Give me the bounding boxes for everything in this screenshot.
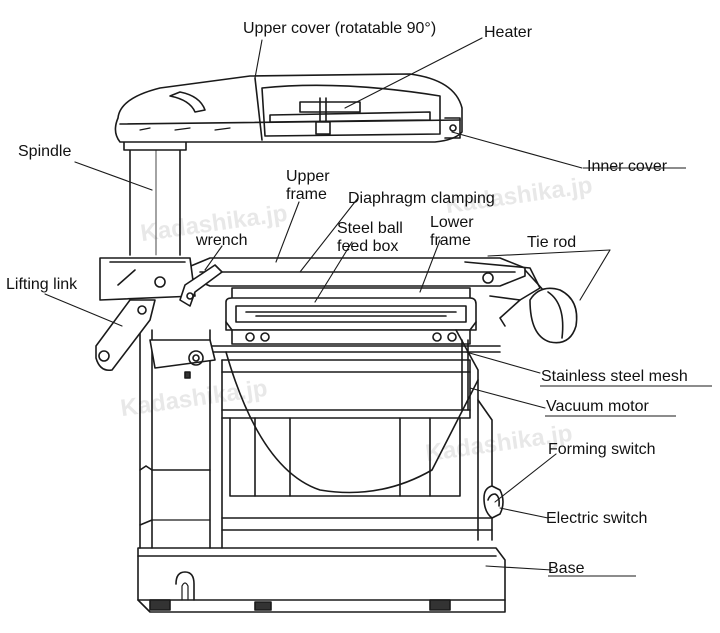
label-spindle: Spindle <box>18 143 72 160</box>
label-wrench: wrench <box>196 232 248 249</box>
label-upper-frame: Upper frame <box>286 168 330 203</box>
frame-assembly <box>185 257 526 353</box>
label-lower-frame: Lower frame <box>430 214 474 249</box>
label-electric-switch: Electric switch <box>546 510 648 527</box>
label-lifting-link: Lifting link <box>6 276 78 293</box>
label-tie-rod: Tie rod <box>527 234 577 251</box>
left-column <box>139 329 223 549</box>
lifting-link-part <box>95 257 223 379</box>
label-base: Base <box>548 560 585 577</box>
switch-part <box>483 485 504 519</box>
label-upper-cover: Upper cover (rotatable 90°) <box>243 20 437 37</box>
label-steel-ball-feed-box: Steel ball feed box <box>337 220 403 255</box>
spindle-part <box>123 139 187 256</box>
label-heater: Heater <box>484 24 533 41</box>
label-diaphragm-clamping: Diaphragm clamping <box>348 190 495 207</box>
leader-lines <box>44 37 611 571</box>
label-stainless-steel-mesh: Stainless steel mesh <box>541 368 688 385</box>
upper-cover-part <box>114 73 463 143</box>
label-vacuum-motor: Vacuum motor <box>546 398 649 415</box>
label-inner-cover: Inner cover <box>587 158 668 175</box>
tie-rod-part <box>464 261 578 344</box>
label-forming-switch: Forming switch <box>548 441 656 458</box>
base-part <box>137 547 506 613</box>
